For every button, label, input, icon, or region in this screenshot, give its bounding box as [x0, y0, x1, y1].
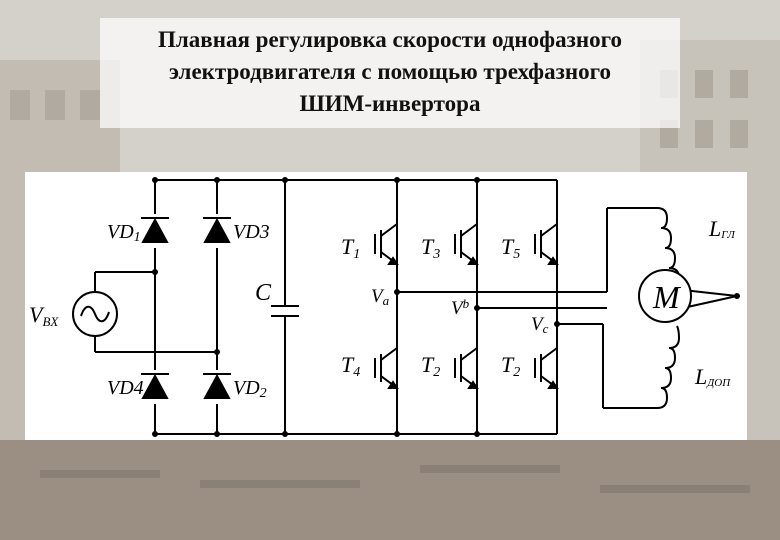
transistor-t1 [374, 223, 399, 265]
title-line-1: Плавная регулировка скорости однофазного [158, 27, 622, 52]
transistor-t5 [534, 223, 559, 265]
source-label: VBX [29, 302, 59, 329]
diode-vd1 [141, 217, 169, 243]
diode-vd3 [203, 217, 231, 243]
label-node-vb: Vb [451, 296, 470, 319]
label-winding-main: LГЛ [708, 216, 735, 241]
label-t5: T5 [501, 234, 520, 262]
slide-title: Плавная регулировка скорости однофазного… [100, 18, 680, 120]
transistor-t2-a [454, 347, 479, 389]
label-vd1: VD1 [107, 221, 141, 245]
diode-vd2 [203, 373, 231, 399]
svg-text:M: M [652, 279, 682, 315]
motor-icon: M [638, 269, 692, 323]
diode-vd4 [141, 373, 169, 399]
label-t1: T1 [341, 234, 360, 262]
transistor-t3 [454, 223, 479, 265]
label-vd2: VD2 [233, 377, 267, 401]
label-vd3: VD3 [233, 221, 270, 243]
title-panel: Плавная регулировка скорости однофазного… [100, 18, 680, 128]
transistor-t4 [374, 347, 399, 389]
label-t2-a: T2 [421, 352, 440, 380]
circuit-svg: M VBX VD1 VD3 VD4 VD2 C T1 T3 T5 T4 T2 T… [29, 177, 740, 437]
title-line-3: ШИМ-инвертора [299, 91, 481, 116]
label-t3: T3 [421, 234, 440, 262]
label-node-vc: Vc [531, 314, 549, 336]
label-capacitor: C [255, 280, 272, 306]
aux-winding-icon [656, 295, 738, 409]
ac-source-icon [72, 291, 118, 337]
label-node-va: Va [371, 286, 390, 308]
circuit-diagram: M VBX VD1 VD3 VD4 VD2 C T1 T3 T5 T4 T2 T… [25, 172, 747, 440]
title-line-2: электродвигателя с помощью трехфазного [169, 59, 611, 84]
junction-dots [152, 177, 560, 437]
label-vd4: VD4 [107, 377, 144, 399]
label-t4: T4 [341, 352, 360, 380]
label-t2-b: T2 [501, 352, 520, 380]
label-winding-aux: LДОП [694, 364, 731, 389]
transistor-t2-b [534, 347, 559, 389]
